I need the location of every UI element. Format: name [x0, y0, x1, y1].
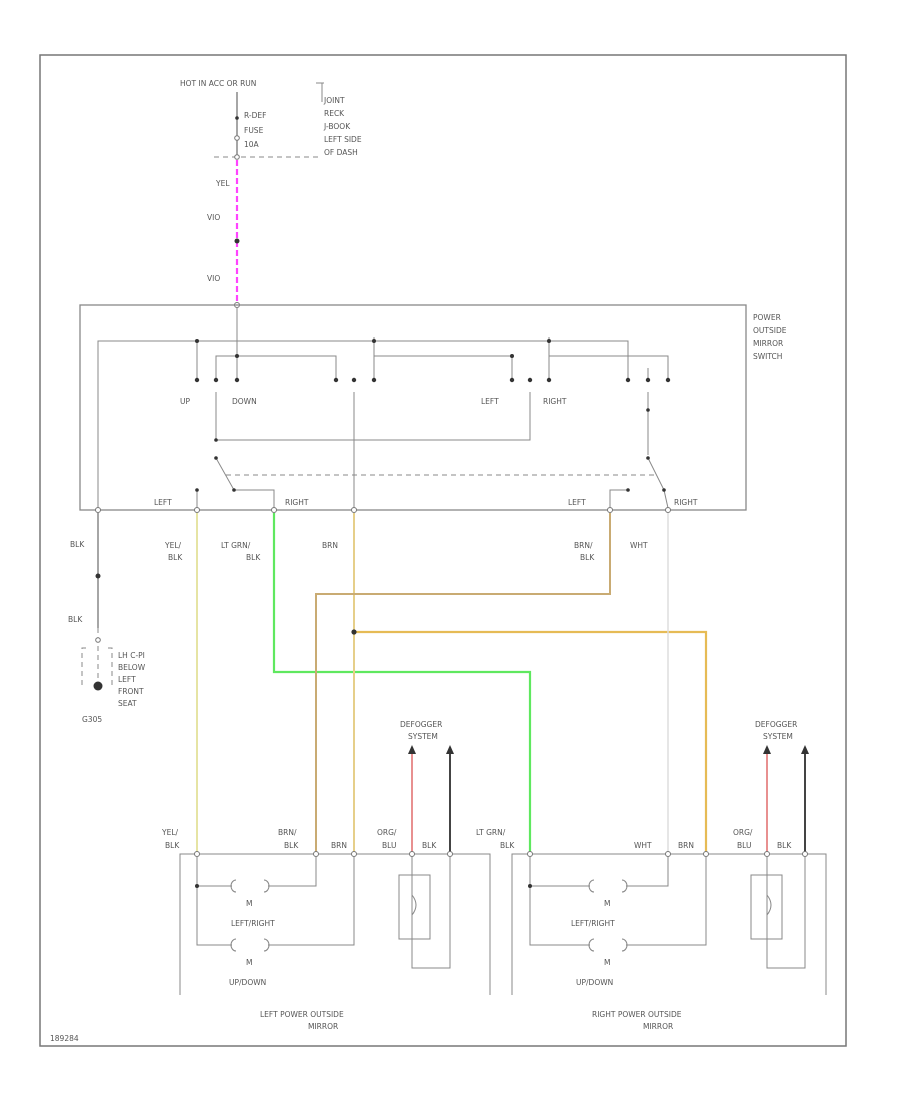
wire-label-yel-blk-2: BLK	[168, 553, 183, 562]
supply-wire-label-1: YEL	[215, 179, 230, 188]
rm-wire-org-2: BLU	[737, 841, 751, 850]
switch-title-4: SWITCH	[753, 352, 782, 361]
ground-id: G305	[82, 715, 102, 724]
rm-wire-ltgrn-2: BLK	[500, 841, 515, 850]
lm-wire-blk: BLK	[422, 841, 437, 850]
lm-wire-brn2: BRN	[331, 841, 347, 850]
selector-left-label-2: LEFT	[568, 498, 586, 507]
defogger-right-1: DEFOGGER	[755, 720, 797, 729]
lm-motor-lr-label: LEFT/RIGHT	[231, 919, 275, 928]
fuse-line-3: 10A	[244, 140, 260, 149]
switch-title-1: POWER	[753, 313, 781, 322]
junction-line-1: JOINT	[323, 96, 345, 105]
junction-line-5: OF DASH	[324, 148, 358, 157]
ground-desc-3: LEFT	[118, 675, 136, 684]
rm-wire-ltgrn-1: LT GRN/	[476, 828, 506, 837]
selector-left-label-1: LEFT	[154, 498, 172, 507]
fuse-line-1: R-DEF	[244, 111, 266, 120]
mirror-switch: POWER OUTSIDE MIRROR SWITCH UP DOWN LEFT…	[79, 304, 787, 513]
switch-up-label: UP	[180, 397, 190, 406]
wire-brn-blk	[315, 513, 611, 852]
supply-wire-label-2: VIO	[207, 213, 220, 222]
rm-motor-lr-mark: M	[604, 899, 610, 908]
wire-label-lt-grn-1: LT GRN/	[221, 541, 251, 550]
ground-desc-5: SEAT	[118, 699, 137, 708]
rm-motor-lr-label: LEFT/RIGHT	[571, 919, 615, 928]
supply-wire-label-3: VIO	[207, 274, 220, 283]
lm-wire-brn-1: BRN/	[278, 828, 297, 837]
lm-motor-lr-mark: M	[246, 899, 252, 908]
lm-wire-brn-2: BLK	[284, 841, 299, 850]
figure-id: 189284	[50, 1034, 79, 1043]
rm-wire-brn: BRN	[678, 841, 694, 850]
fuse-line-2: FUSE	[244, 126, 264, 135]
ground-desc-1: LH C-PI	[118, 651, 145, 660]
selector-right-label-1: RIGHT	[285, 498, 309, 507]
switch-down-label: DOWN	[232, 397, 257, 406]
defogger-right-2: SYSTEM	[763, 732, 793, 741]
lm-motor-ud-label: UP/DOWN	[229, 978, 266, 987]
lm-title-2: MIRROR	[308, 1022, 338, 1031]
wire-label-brn: BRN	[322, 541, 338, 550]
rm-motor-ud-mark: M	[604, 958, 610, 967]
selector-right-label-2: RIGHT	[674, 498, 698, 507]
junction-line-4: LEFT SIDE	[324, 135, 362, 144]
junction-line-2: RECK	[324, 109, 345, 118]
wire-brn-cross	[354, 630, 708, 852]
rm-wire-org-1: ORG/	[733, 828, 753, 837]
rm-title-2: MIRROR	[643, 1022, 673, 1031]
rm-title-1: RIGHT POWER OUTSIDE	[592, 1010, 682, 1019]
left-mirror: YEL/ BLK BRN/ BLK BRN ORG/ BLU BLK M M L…	[161, 828, 491, 1031]
lm-wire-yel-2: BLK	[165, 841, 180, 850]
rm-wire-blk: BLK	[777, 841, 792, 850]
outer-frame	[39, 54, 847, 1047]
switch-title-2: OUTSIDE	[753, 326, 787, 335]
switch-title-3: MIRROR	[753, 339, 783, 348]
switch-right-label: RIGHT	[543, 397, 567, 406]
wire-lt-grn-blk	[272, 513, 532, 852]
power-source-label: HOT IN ACC OR RUN	[180, 79, 256, 88]
wire-label-brn-blk-1: BRN/	[574, 541, 593, 550]
wire-label-lt-grn-2: BLK	[246, 553, 261, 562]
defogger-left-1: DEFOGGER	[400, 720, 442, 729]
wire-label-wht: WHT	[630, 541, 648, 550]
power-source: HOT IN ACC OR RUN R-DEF FUSE 10A JOINT R…	[180, 79, 362, 160]
lm-wire-yel-1: YEL/	[161, 828, 178, 837]
supply-wire: YEL VIO VIO	[207, 160, 240, 308]
ground-desc-2: BELOW	[118, 663, 146, 672]
junction-line-3: J-BOOK	[323, 122, 351, 131]
wire-label-brn-blk-2: BLK	[580, 553, 595, 562]
defogger-left: DEFOGGER SYSTEM	[400, 720, 454, 852]
harness-wires: YEL/ BLK LT GRN/ BLK BRN BRN/ BLK WHT	[164, 513, 708, 852]
lm-wire-org-1: ORG/	[377, 828, 397, 837]
lm-wire-org-2: BLU	[382, 841, 396, 850]
defogger-left-2: SYSTEM	[408, 732, 438, 741]
lm-title-1: LEFT POWER OUTSIDE	[260, 1010, 344, 1019]
right-mirror: LT GRN/ BLK WHT BRN ORG/ BLU BLK M M LEF…	[476, 828, 827, 1031]
wire-label-yel-blk-1: YEL/	[164, 541, 181, 550]
switch-left-label: LEFT	[481, 397, 499, 406]
rm-wire-wht: WHT	[634, 841, 652, 850]
ground-wire-label-2: BLK	[68, 615, 83, 624]
defogger-right: DEFOGGER SYSTEM	[755, 720, 809, 852]
rm-motor-ud-label: UP/DOWN	[576, 978, 613, 987]
lm-motor-ud-mark: M	[246, 958, 252, 967]
ground-desc-4: FRONT	[118, 687, 144, 696]
ground-circuit: BLK BLK LH C-PI BELOW LEFT FRONT SEAT G3…	[68, 513, 146, 724]
ground-wire-label-1: BLK	[70, 540, 85, 549]
